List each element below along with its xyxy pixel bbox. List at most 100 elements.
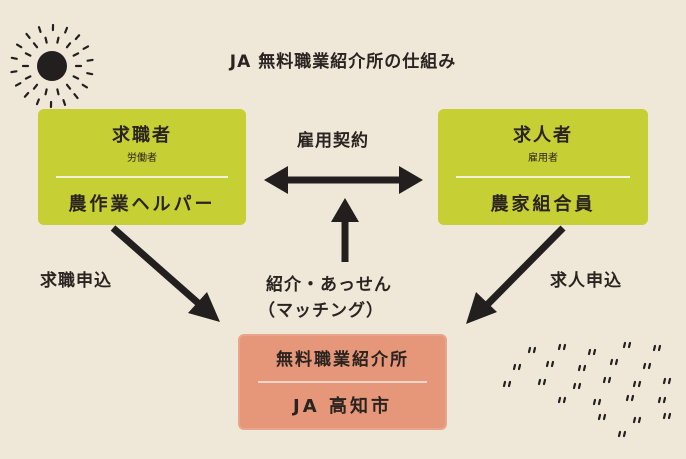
- sun-ray: [15, 43, 23, 49]
- sun-ray: [56, 36, 60, 44]
- sun-ray: [72, 52, 80, 57]
- grass-tick: [557, 396, 562, 404]
- grass-tick: [657, 396, 662, 404]
- sun-ray: [74, 34, 81, 41]
- sun-ray: [64, 26, 69, 34]
- grass-tick: [625, 394, 630, 402]
- grass-tick: [622, 430, 627, 438]
- grass-tick: [507, 380, 512, 388]
- contract-label: 雇用契約: [297, 131, 369, 151]
- grass-tick: [582, 364, 587, 372]
- seeker-to-agency-arrow: [110, 225, 220, 322]
- grass-tick: [617, 430, 622, 438]
- page-title: JA 無料職業紹介所の仕組み: [229, 52, 457, 72]
- job-seeker-box: 求職者 労働者 農作業ヘルパー: [38, 109, 246, 225]
- sun-ray: [25, 32, 31, 39]
- grass-tick: [512, 363, 517, 371]
- contract-arrow: [264, 166, 423, 194]
- job-seeker-heading: 求職者: [112, 125, 172, 146]
- sun-ray: [32, 83, 39, 90]
- grass-tick: [632, 380, 637, 388]
- grass-tick: [614, 358, 619, 366]
- grass-tick: [667, 412, 672, 420]
- grass-tick: [557, 343, 562, 351]
- employer-sub: 雇用者: [528, 153, 558, 164]
- grass-tick: [602, 413, 607, 421]
- grass-tick: [647, 362, 652, 370]
- grass-tick: [527, 346, 532, 354]
- sun-ray: [65, 42, 72, 49]
- grass-tick: [622, 341, 627, 349]
- sun-ray: [86, 58, 94, 62]
- grass-tick: [545, 360, 550, 368]
- sun-ray: [10, 70, 18, 74]
- grass-tick: [577, 382, 582, 390]
- grass-tick: [517, 363, 522, 371]
- sun-ray: [86, 72, 94, 76]
- sun-ray: [32, 42, 39, 49]
- sun-ray: [82, 45, 90, 50]
- employer-heading: 求人者: [513, 125, 573, 146]
- grass-tick: [572, 382, 577, 390]
- grass-tick: [607, 376, 612, 384]
- sun-ray: [14, 82, 22, 87]
- grass-tick: [602, 376, 607, 384]
- grass-tick: [637, 380, 642, 388]
- sun-ray: [35, 98, 40, 106]
- matching-label-1: 紹介・あっせん: [266, 275, 392, 295]
- grass-tick: [630, 394, 635, 402]
- grass-tick: [532, 346, 537, 354]
- employer-box: 求人者 雇用者 農家組合員: [438, 109, 648, 225]
- sun-ray: [72, 75, 80, 80]
- grass-tick: [542, 378, 547, 386]
- grass-tick: [662, 396, 667, 404]
- sun-ray: [10, 56, 18, 60]
- grass-tick: [592, 398, 597, 406]
- grass-tick: [609, 358, 614, 366]
- job-seeker-role: 農作業ヘルパー: [68, 194, 216, 215]
- grass-tick: [652, 344, 657, 352]
- grass-tick: [667, 377, 672, 385]
- divider: [258, 381, 427, 383]
- divider: [56, 176, 228, 178]
- sun-ray: [24, 52, 32, 57]
- employer-apply-label: 求人申込: [550, 271, 622, 291]
- grass-tick: [577, 364, 582, 372]
- employer-to-agency-arrow: [466, 225, 566, 324]
- matching-arrow: [331, 198, 359, 262]
- sun-ray: [56, 88, 60, 96]
- sun-ray: [44, 88, 48, 96]
- job-seeker-sub: 労働者: [127, 153, 157, 164]
- grass-tick: [597, 398, 602, 406]
- matching-label-2: （マッチング）: [258, 301, 384, 321]
- grass-tick: [537, 378, 542, 386]
- grass-tick: [562, 343, 567, 351]
- grass-tick: [657, 344, 662, 352]
- grass-tick: [550, 360, 555, 368]
- employer-role: 農家組合員: [490, 194, 596, 215]
- sun-ray: [81, 83, 89, 89]
- agency-box: 無料職業紹介所 JA 高知市: [238, 334, 447, 430]
- grass-tick: [562, 396, 567, 404]
- sun-ray: [23, 91, 30, 98]
- agency-heading: 無料職業紹介所: [276, 350, 409, 370]
- grass-tick: [627, 341, 632, 349]
- grass-tick: [597, 413, 602, 421]
- agency-name: JA 高知市: [293, 396, 392, 417]
- sun-ray: [24, 75, 32, 80]
- grass-tick: [632, 416, 637, 424]
- sun-ray: [37, 26, 42, 33]
- sun-ray: [62, 99, 67, 106]
- grass-tick: [502, 380, 507, 388]
- sun-ray: [73, 93, 79, 100]
- divider: [456, 176, 630, 178]
- grass-tick: [637, 416, 642, 424]
- grass-tick: [662, 412, 667, 420]
- grass-tick: [642, 362, 647, 370]
- sun-ray: [44, 36, 48, 44]
- grass-tick: [587, 348, 592, 356]
- grass-tick: [662, 377, 667, 385]
- sun-ray: [65, 83, 72, 90]
